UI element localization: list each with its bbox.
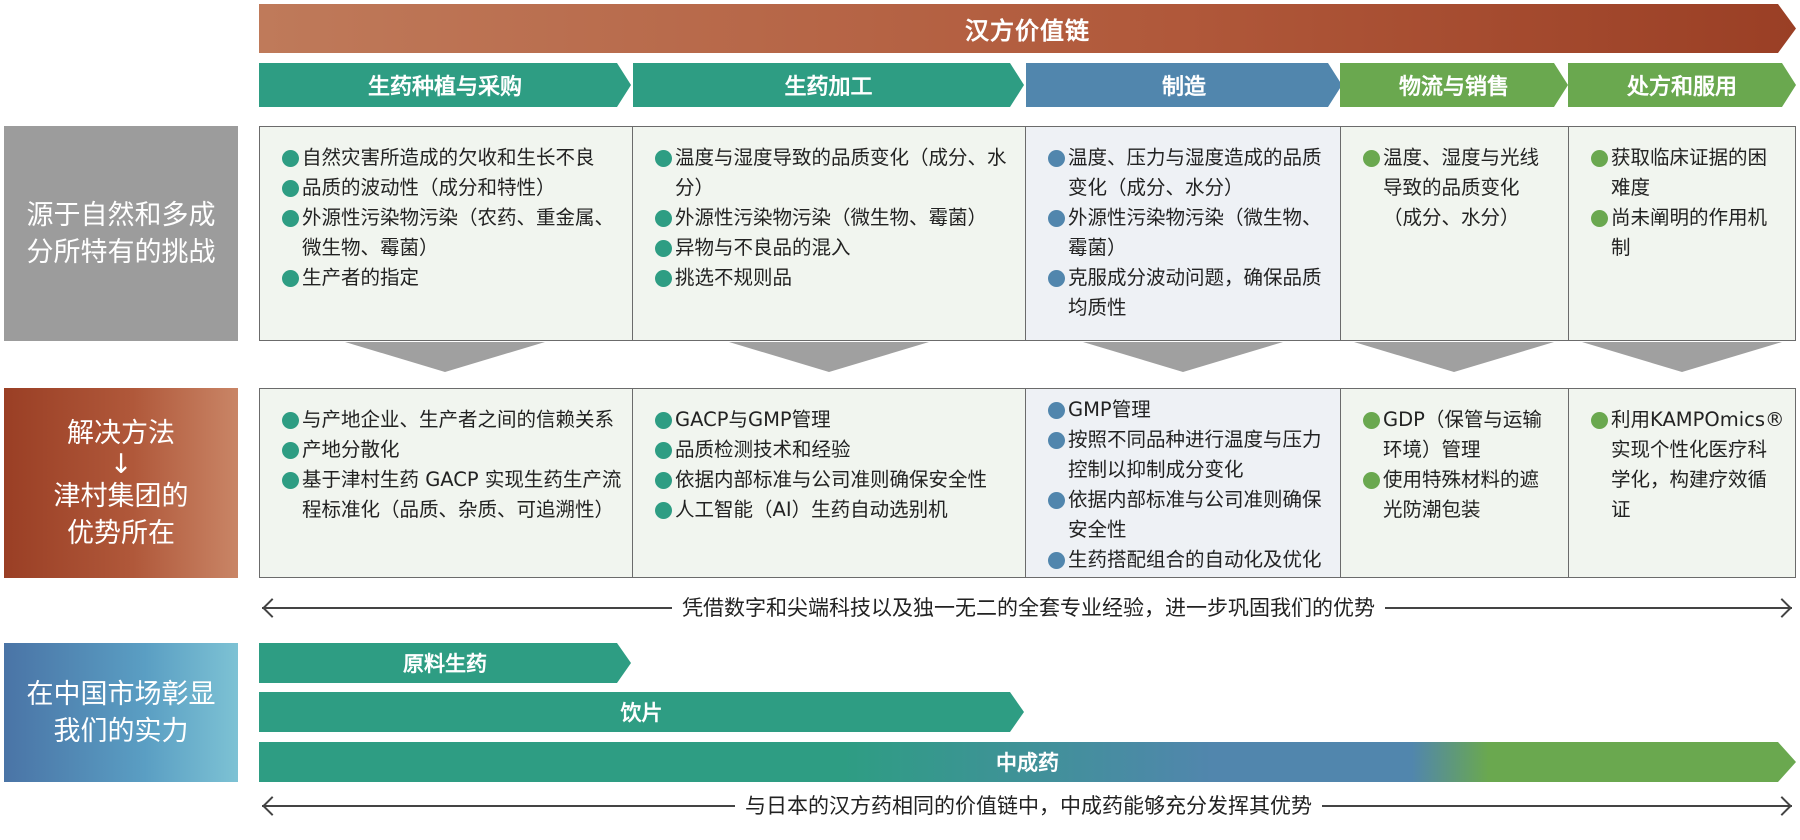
bullet-item: 基于津村生药 GACP 实现生药生产流程标准化（品质、杂质、可追溯性）	[282, 465, 622, 525]
bullet-item: 依据内部标准与公司准则确保安全性	[655, 465, 1015, 495]
product-label: 中成药	[996, 751, 1059, 775]
down-triangle-icon	[729, 342, 929, 372]
bullet-item: 依据内部标准与公司准则确保安全性	[1048, 485, 1330, 545]
stage-prescription: 处方和服用	[1568, 63, 1796, 107]
challenge-box-processing: 温度与湿度导致的品质变化（成分、水分）外源性污染物污染（微生物、霉菌）异物与不良…	[632, 126, 1026, 341]
stage-label: 生药加工	[784, 75, 873, 100]
bullet-item: 尚未阐明的作用机制	[1591, 203, 1785, 263]
bullet-item: GMP管理	[1048, 395, 1330, 425]
bullet-item: 按照不同品种进行温度与压力控制以抑制成分变化	[1048, 425, 1330, 485]
down-triangle-icon	[1582, 342, 1782, 372]
bullet-item: 生产者的指定	[282, 263, 622, 293]
solution-box-manufacturing: GMP管理按照不同品种进行温度与压力控制以抑制成分变化依据内部标准与公司准则确保…	[1025, 388, 1341, 578]
down-triangle-icon	[1354, 342, 1554, 372]
solution-label-line1: 解决方法	[67, 417, 175, 449]
bullet-item: 使用特殊材料的遮光防潮包装	[1363, 465, 1558, 525]
bullet-item: 挑选不规则品	[655, 263, 1015, 293]
product-label: 原料生药	[403, 652, 487, 676]
solution-box-processing: GACP与GMP管理品质检测技术和经验依据内部标准与公司准则确保安全性人工智能（…	[632, 388, 1026, 578]
product-label: 饮片	[620, 701, 663, 725]
bullet-item: GACP与GMP管理	[655, 405, 1015, 435]
solution-label: 解决方法 ↓ 津村集团的优势所在	[4, 388, 238, 578]
down-triangle-icon	[1083, 342, 1283, 372]
challenge-box-logistics: 温度、湿度与光线导致的品质变化（成分、水分）	[1340, 126, 1569, 341]
down-arrow-icon: ↓	[109, 448, 133, 480]
bullet-item: 生药搭配组合的自动化及优化	[1048, 545, 1330, 575]
banner-title: 汉方价值链	[965, 17, 1090, 45]
bullet-item: 自然灾害所造成的欠收和生长不良	[282, 143, 622, 173]
product-chinese-patent-medicine: 中成药	[259, 742, 1796, 782]
stage-manufacturing: 制造	[1026, 63, 1342, 107]
stage-label: 生药种植与采购	[367, 75, 522, 100]
bullet-item: 温度、湿度与光线导致的品质变化（成分、水分）	[1363, 143, 1558, 233]
challenge-label: 源于自然和多成分所特有的挑战	[4, 126, 238, 341]
solution-box-prescription: 利用KAMPOmics®实现个性化医疗科学化，构建疗效循证	[1568, 388, 1796, 578]
challenge-box-cultivation: 自然灾害所造成的欠收和生长不良品质的波动性（成分和特性）外源性污染物污染（农药、…	[259, 126, 633, 341]
bullet-item: 品质的波动性（成分和特性）	[282, 173, 622, 203]
product-decoction-pieces: 饮片	[259, 692, 1024, 732]
stage-logistics: 物流与销售	[1340, 63, 1568, 107]
caption-2-wrap: 与日本的汉方药相同的价值链中，中成药能够充分发挥其优势	[0, 790, 1800, 820]
stage-label: 物流与销售	[1398, 75, 1509, 100]
stage-processing: 生药加工	[633, 63, 1024, 107]
caption-digital-tech: 凭借数字和尖端科技以及独一无二的全套专业经验，进一步巩固我们的优势	[672, 592, 1385, 622]
value-chain-banner: 汉方价值链	[259, 4, 1796, 53]
bullet-item: 获取临床证据的困难度	[1591, 143, 1785, 203]
bullet-item: 克服成分波动问题，确保品质均质性	[1048, 263, 1330, 323]
stage-label: 制造	[1161, 75, 1206, 100]
bullet-item: 温度与湿度导致的品质变化（成分、水分）	[655, 143, 1015, 203]
bullet-item: GDP（保管与运输环境）管理	[1363, 405, 1558, 465]
bullet-item: 与产地企业、生产者之间的信赖关系	[282, 405, 622, 435]
china-label: 在中国市场彰显我们的实力	[4, 643, 238, 782]
solution-box-logistics: GDP（保管与运输环境）管理使用特殊材料的遮光防潮包装	[1340, 388, 1569, 578]
challenge-box-manufacturing: 温度、压力与湿度造成的品质变化（成分、水分）外源性污染物污染（微生物、霉菌）克服…	[1025, 126, 1341, 341]
bullet-item: 温度、压力与湿度造成的品质变化（成分、水分）	[1048, 143, 1330, 203]
caption-same-value-chain: 与日本的汉方药相同的价值链中，中成药能够充分发挥其优势	[735, 790, 1322, 820]
solution-label-line2: 津村集团的优势所在	[53, 480, 189, 549]
challenge-label-text: 源于自然和多成分所特有的挑战	[26, 199, 216, 268]
china-label-text: 在中国市场彰显我们的实力	[26, 678, 216, 747]
bullet-item: 外源性污染物污染（农药、重金属、微生物、霉菌）	[282, 203, 622, 263]
caption-1-wrap: 凭借数字和尖端科技以及独一无二的全套专业经验，进一步巩固我们的优势	[0, 592, 1800, 622]
solution-box-cultivation: 与产地企业、生产者之间的信赖关系产地分散化基于津村生药 GACP 实现生药生产流…	[259, 388, 633, 578]
product-raw-herb: 原料生药	[259, 643, 631, 683]
down-triangle-icon	[345, 342, 545, 372]
stage-cultivation: 生药种植与采购	[259, 63, 631, 107]
bullet-item: 产地分散化	[282, 435, 622, 465]
stage-label: 处方和服用	[1626, 75, 1737, 100]
bullet-item: 品质检测技术和经验	[655, 435, 1015, 465]
challenge-box-prescription: 获取临床证据的困难度尚未阐明的作用机制	[1568, 126, 1796, 341]
bullet-item: 异物与不良品的混入	[655, 233, 1015, 263]
bullet-item: 外源性污染物污染（微生物、霉菌）	[1048, 203, 1330, 263]
bullet-item: 外源性污染物污染（微生物、霉菌）	[655, 203, 1015, 233]
bullet-item: 利用KAMPOmics®实现个性化医疗科学化，构建疗效循证	[1591, 405, 1785, 525]
bullet-item: 人工智能（AI）生药自动选别机	[655, 495, 1015, 525]
